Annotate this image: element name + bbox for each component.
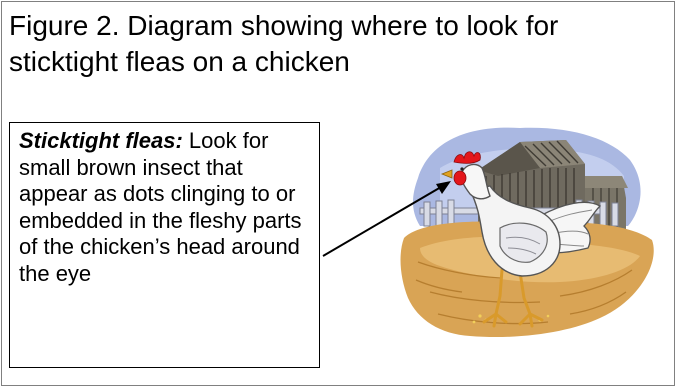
figure-title-line-1: Figure 2. Diagram showing where to look … xyxy=(9,10,558,41)
figure-title: Figure 2. Diagram showing where to look … xyxy=(9,8,669,80)
callout-lead: Sticktight fleas: xyxy=(19,128,183,153)
figure-title-line-2: sticktight fleas on a chicken xyxy=(9,46,350,77)
callout-box: Sticktight fleas: Look for small brown i… xyxy=(9,122,320,368)
